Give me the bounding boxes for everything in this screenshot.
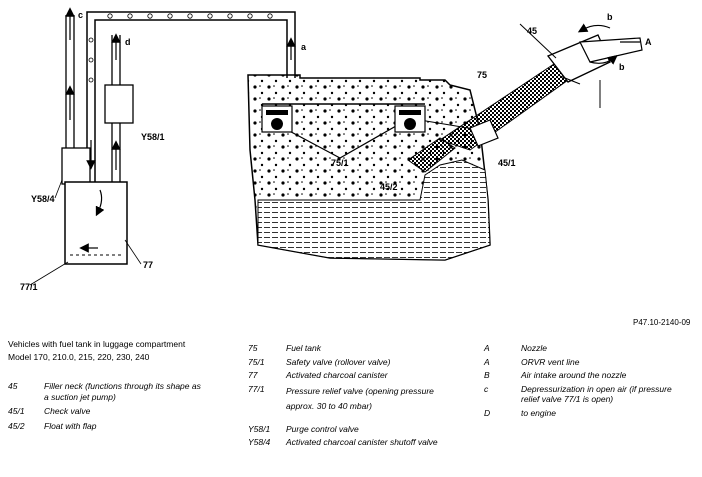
label-77: 77 <box>143 260 153 270</box>
label-a: a <box>301 42 307 52</box>
legend-code: 45/1 <box>8 406 25 416</box>
legend-column-3: A Nozzle A ORVR vent line B Air intake arou… <box>484 343 699 418</box>
legend-desc: Activated charcoal canister <box>286 370 388 380</box>
label-c: c <box>78 10 83 20</box>
legend-row: 45/1 Check valve <box>8 406 233 417</box>
label-45-1: 45/1 <box>498 158 516 168</box>
float-with-flap <box>407 137 456 173</box>
legend-code: 45/2 <box>8 420 25 431</box>
legend-desc: Pressure relief valve (opening pressure … <box>286 385 434 411</box>
legend-desc: Safety valve (rollover valve) <box>286 356 391 367</box>
model-list: Model 170, 210.0, 215, 220, 230, 240 <box>8 351 150 362</box>
label-77-1: 77/1 <box>20 282 38 292</box>
legend-row: 45 Filler neck (functions through its sha… <box>8 381 233 402</box>
legend-desc: Depressurization in open air (if pressur… <box>521 383 672 405</box>
label-45: 45 <box>527 26 537 36</box>
legend-desc: Air intake around the nozzle <box>521 370 627 380</box>
label-b-bottom: b <box>619 62 625 72</box>
legend-desc: Float with flap <box>44 420 97 431</box>
legend-code: 45 <box>8 381 18 391</box>
legend-row: Y58/4 Activated charcoal canister shutoff… <box>248 437 478 448</box>
legend-row: Y58/1 Purge control valve <box>248 424 478 435</box>
legend-column-2: 75 Fuel tank 75/1 Safety valve (rollover v… <box>248 343 478 448</box>
safety-valve-rollover <box>261 103 426 133</box>
legend-intro: Vehicles with fuel tank in luggage compa… <box>8 339 223 362</box>
purge-control-valve <box>104 84 134 124</box>
label-75-1: 75/1 <box>331 158 349 168</box>
legend-row: 75/1 Safety valve (rollover valve) <box>248 357 478 368</box>
legend-code: A <box>484 356 490 367</box>
label-d: d <box>125 37 131 47</box>
label-y58-1: Y58/1 <box>141 132 165 142</box>
label-y58-4: Y58/4 <box>31 194 55 204</box>
legend-code: 75 <box>248 343 258 353</box>
legend-desc: Check valve <box>44 406 91 416</box>
label-nozzle-A: A <box>645 37 652 47</box>
legend-row: c Depressurization in open air (if pressu… <box>484 384 699 405</box>
canister-shutoff-valve <box>61 147 91 185</box>
check-valve <box>469 119 499 147</box>
legend-desc: ORVR vent line <box>521 356 580 367</box>
filler-neck <box>438 23 643 151</box>
legend-desc: Filler neck (functions through its shape… <box>44 381 201 402</box>
legend-desc: Purge control valve <box>286 423 359 434</box>
flow-arrows <box>65 7 640 253</box>
label-45-2: 45/2 <box>380 182 398 192</box>
legend-desc: Activated charcoal canister shutoff valv… <box>286 437 438 447</box>
legend-desc: to engine <box>521 407 556 418</box>
fuel-tank <box>247 74 491 261</box>
charcoal-canister <box>64 181 128 265</box>
leader-lines <box>29 179 142 286</box>
legend-code: Y58/4 <box>248 437 271 447</box>
figure-reference-id: P47.10-2140-09 <box>633 318 691 327</box>
legend-row: 45/2 Float with flap <box>8 421 233 432</box>
legend-row: A ORVR vent line <box>484 357 699 368</box>
legend-code: 75/1 <box>248 356 265 367</box>
label-75: 75 <box>477 70 487 80</box>
legend-row: B Air intake around the nozzle <box>484 370 699 381</box>
legend-code: c <box>484 383 489 394</box>
legend-desc: Fuel tank <box>286 343 321 353</box>
legend-desc: Nozzle <box>521 343 547 353</box>
fuel-system-diagram: c d a b b A 45 75 75/1 45/1 45/2 Y58/1 Y… <box>20 7 652 292</box>
legend-code: 77 <box>248 370 258 380</box>
legend-column-1: 45 Filler neck (functions through its sha… <box>8 381 233 431</box>
label-b-top: b <box>607 12 613 22</box>
legend-row: 77 Activated charcoal canister <box>248 370 478 381</box>
vehicle-scope-title: Vehicles with fuel tank in luggage compa… <box>8 339 186 349</box>
legend-code: Y58/1 <box>248 423 271 434</box>
legend-row: 75 Fuel tank <box>248 343 478 354</box>
legend-code: 77/1 <box>248 383 265 394</box>
legend-row: A Nozzle <box>484 343 699 354</box>
legend-code: A <box>484 343 490 353</box>
legend-code: B <box>484 370 490 380</box>
legend-row: 77/1 Pressure relief valve (opening press… <box>248 384 478 414</box>
legend-code: D <box>484 407 491 418</box>
